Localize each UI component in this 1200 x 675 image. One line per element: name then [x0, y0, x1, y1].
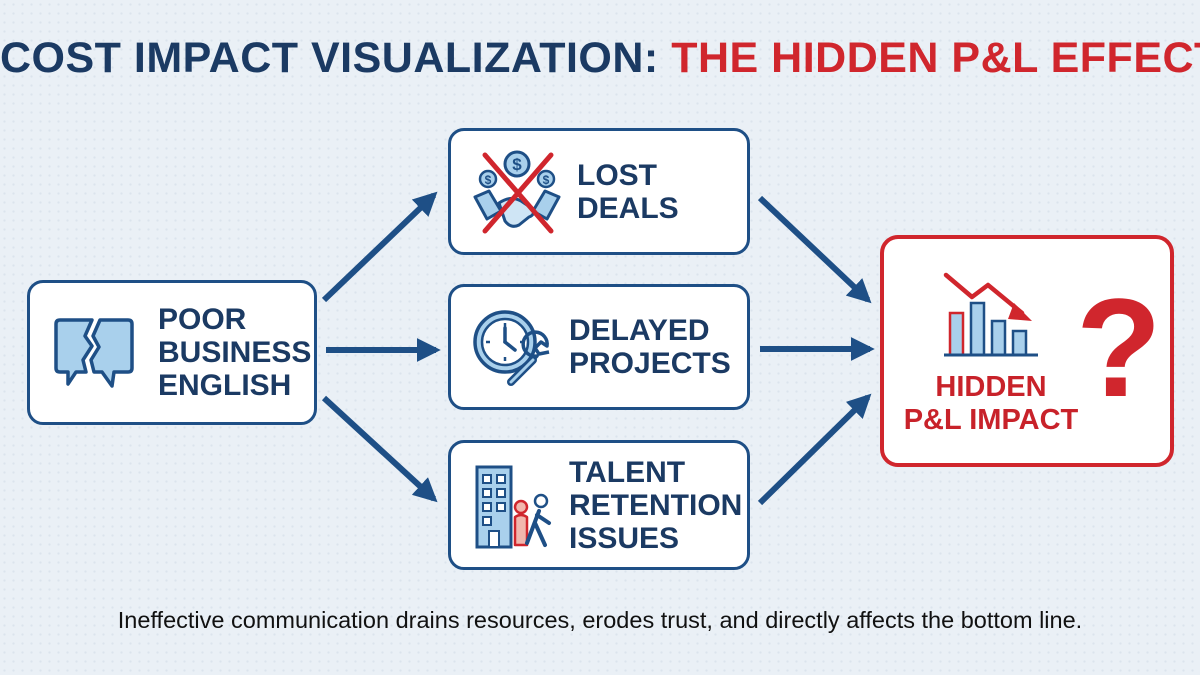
caption-text: Ineffective communication drains resourc…	[117, 607, 1083, 633]
source-node-label: POOR BUSINESS ENGLISH	[158, 303, 312, 402]
arrow-talent-retention-to-result	[757, 393, 872, 506]
lost-deals-label: LOST DEALS	[577, 158, 679, 225]
declining-chart-icon	[943, 272, 1038, 357]
source-node-box: POOR BUSINESS ENGLISH	[27, 280, 317, 425]
svg-text:$: $	[485, 173, 492, 187]
talent-retention-label: TALENT RETENTION ISSUES	[569, 455, 743, 555]
page-title: COST IMPACT VISUALIZATION: THE HIDDEN P&…	[0, 34, 1200, 83]
lost-deals-box: $ $ $ LOST DEALS	[448, 128, 750, 255]
talent-retention-box: TALENT RETENTION ISSUES	[448, 440, 750, 570]
broken-speech-bubble-icon	[54, 317, 134, 388]
arrow-source-to-lost-deals	[321, 191, 438, 303]
title-part-main: COST IMPACT VISUALIZATION:	[0, 34, 672, 82]
hidden-impact-box: ? HIDDEN P&L IMPACT	[880, 235, 1174, 467]
delayed-projects-box: DELAYED PROJECTS	[448, 284, 750, 410]
arrow-source-to-talent-retention	[321, 395, 438, 503]
svg-text:$: $	[512, 155, 522, 174]
arrow-lost-deals-to-result	[757, 195, 872, 304]
clock-wrench-icon	[473, 310, 550, 386]
delayed-projects-label: DELAYED PROJECTS	[569, 314, 731, 380]
question-mark-icon: ?	[1076, 269, 1162, 426]
svg-text:$: $	[543, 173, 550, 187]
hidden-impact-label: HIDDEN P&L IMPACT	[903, 371, 1079, 436]
crossed-out-handshake-icon: $ $ $	[473, 150, 561, 233]
office-leaving-person-icon	[475, 465, 551, 549]
title-part-highlight: THE HIDDEN P&L EFFECT	[671, 34, 1200, 82]
